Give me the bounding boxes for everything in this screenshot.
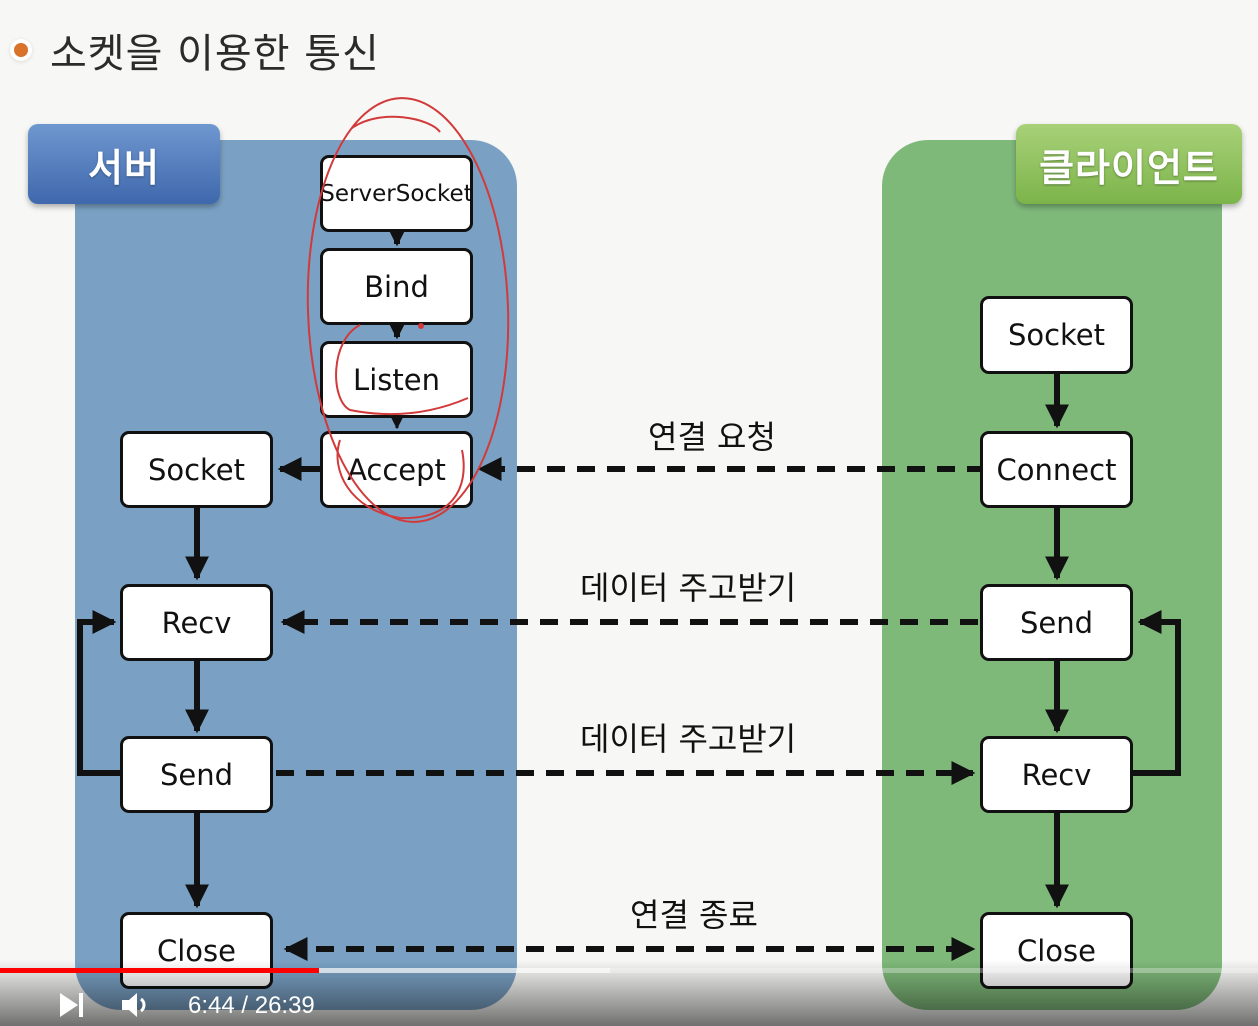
label-connect-request: 연결 요청 — [648, 418, 776, 456]
bullet-dot-icon — [14, 43, 28, 57]
annotation-accept-circle — [336, 439, 465, 520]
client-recv-node: Recv — [980, 736, 1133, 813]
server-bind-node: Bind — [320, 248, 473, 325]
client-connect-node: Connect — [980, 431, 1133, 508]
label-data-exchange-1: 데이터 주고받기 — [580, 569, 797, 607]
time-display: 6:44 / 26:39 — [188, 992, 315, 1019]
annotation-listen-circle — [335, 324, 469, 416]
client-send-node: Send — [980, 584, 1133, 661]
video-player-controls: 6:44 / 26:39 — [0, 960, 1258, 1026]
slide-title-text: 소켓을 이용한 통신 — [50, 31, 380, 77]
annotation-large-circle — [306, 97, 510, 523]
server-recv-node: Recv — [120, 584, 273, 661]
progress-bar[interactable] — [0, 968, 1258, 973]
server-tag: 서버 — [28, 124, 220, 204]
client-tag: 클라이언트 — [1016, 124, 1242, 204]
arrow-client-loop — [1132, 610, 1181, 776]
volume-icon[interactable] — [118, 988, 152, 1022]
label-connection-close: 연결 종료 — [630, 896, 758, 934]
arrow-server-loop — [77, 610, 120, 776]
label-data-exchange-2: 데이터 주고받기 — [580, 720, 797, 758]
progress-played — [0, 968, 320, 973]
client-socket-node: Socket — [980, 296, 1133, 374]
annotation-dot — [418, 323, 424, 329]
server-send-node: Send — [120, 736, 273, 813]
slide-title: 소켓을 이용한 통신 — [14, 22, 380, 78]
server-socket-node: Socket — [120, 431, 273, 508]
server-serversocket-node: ServerSocket — [320, 155, 473, 232]
skip-next-icon[interactable] — [54, 988, 88, 1022]
annotation-stroke-top — [351, 115, 441, 133]
